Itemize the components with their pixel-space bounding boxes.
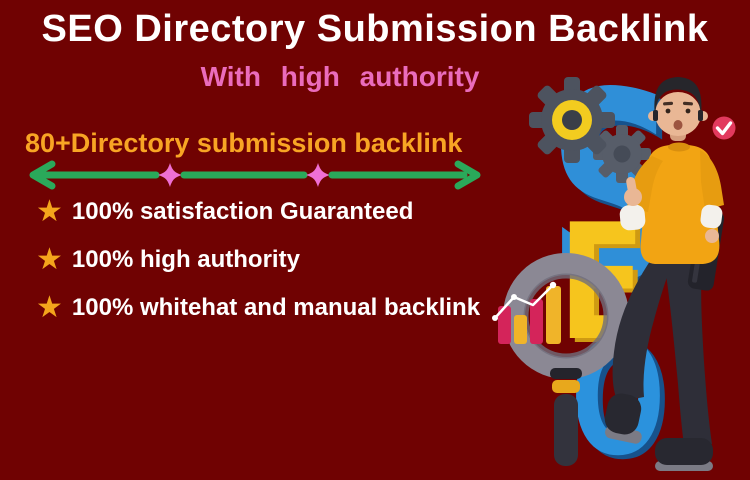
feature-item: ★ 100% high authority xyxy=(36,242,480,277)
star-icon: ★ xyxy=(36,242,63,276)
shirt-torso xyxy=(640,145,720,264)
seo-illustration: S S E E O O xyxy=(492,60,736,480)
mouth xyxy=(673,120,683,130)
pant-leg-bent xyxy=(612,258,674,402)
arrow-right-icon xyxy=(454,160,481,190)
magnifier-collar xyxy=(550,368,582,379)
eyebrow xyxy=(682,101,693,106)
star-icon: ★ xyxy=(36,290,63,324)
chart-bar xyxy=(530,299,543,344)
arrow-left-icon xyxy=(29,160,56,190)
gear-icon-large xyxy=(529,77,615,163)
magnifier-handle xyxy=(554,394,578,466)
bar-chart xyxy=(492,281,561,344)
eyebrow xyxy=(663,101,674,106)
offer-headline: 80+Directory submission backlink xyxy=(25,128,463,158)
hand-left xyxy=(624,188,642,206)
pant-leg-straight xyxy=(664,260,712,446)
cuff-left xyxy=(619,204,646,231)
eye xyxy=(685,108,691,114)
sparkle-icon xyxy=(158,163,182,187)
person xyxy=(604,77,725,471)
shoe-straight xyxy=(655,438,713,465)
trend-dot xyxy=(549,281,557,289)
trend-dot xyxy=(511,294,517,300)
hair xyxy=(654,77,702,116)
chart-bar xyxy=(498,306,511,344)
shirt-collar xyxy=(668,142,690,152)
eye xyxy=(665,108,671,114)
sideburn xyxy=(653,110,658,121)
chart-bar xyxy=(546,286,561,344)
page-subtitle: With high authority xyxy=(200,61,480,92)
divider-arrow xyxy=(29,160,481,190)
cuff-right xyxy=(700,204,723,229)
shoe-bent xyxy=(604,393,642,435)
trend-line xyxy=(493,283,555,320)
page-title: SEO Directory Submission Backlink xyxy=(41,8,709,50)
feature-item: ★ 100% satisfaction Guaranteed xyxy=(36,194,480,229)
gear-icon-small xyxy=(593,125,651,183)
gear-hole xyxy=(613,145,631,163)
feature-item: ★ 100% whitehat and manual backlink xyxy=(36,290,480,325)
feature-label: 100% satisfaction Guaranteed xyxy=(71,197,414,225)
gear-hole xyxy=(562,110,582,130)
feature-label: 100% high authority xyxy=(71,245,300,273)
sparkle-icon xyxy=(306,163,330,187)
feature-list: ★ 100% satisfaction Guaranteed ★ 100% hi… xyxy=(36,194,480,325)
trend-dot xyxy=(492,315,498,321)
verified-badge xyxy=(712,116,736,140)
feature-label: 100% whitehat and manual backlink xyxy=(71,293,481,321)
check-icon xyxy=(715,121,733,136)
sideburn xyxy=(698,110,703,121)
star-icon: ★ xyxy=(36,194,63,228)
hand-right xyxy=(705,229,719,243)
magnifier-band xyxy=(552,380,580,393)
sleeve-right xyxy=(700,150,724,210)
chart-bar xyxy=(514,315,527,344)
